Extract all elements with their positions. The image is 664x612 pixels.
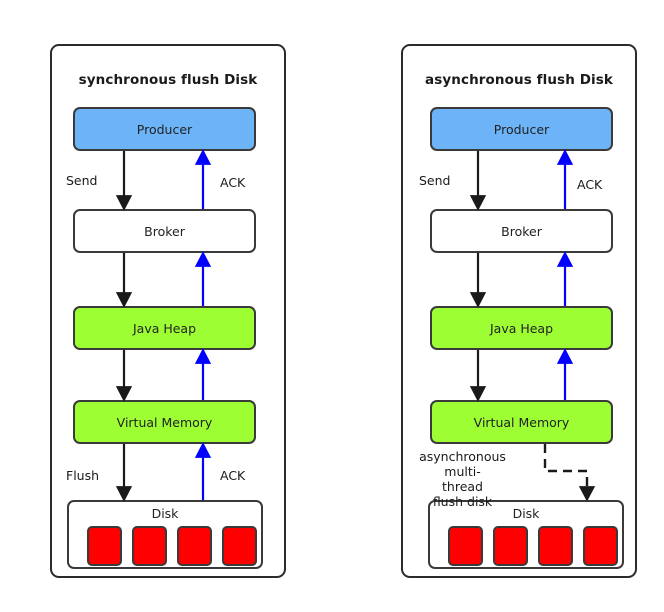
sync-label-flush: Flush (66, 468, 100, 483)
async-disk-cell (448, 526, 483, 566)
sync-disk-cell (222, 526, 257, 566)
sync-node-disk: Disk (67, 500, 263, 569)
async-flush-line: flush disk (432, 494, 493, 509)
sync-node-virtual-memory: Virtual Memory (73, 400, 256, 444)
sync-disk-cell (177, 526, 212, 566)
panel-synchronous-title: synchronous flush Disk (78, 72, 258, 88)
async-label-send: Send (419, 173, 451, 188)
sync-label-ack-bottom: ACK (220, 468, 246, 483)
async-node-broker: Broker (430, 209, 613, 253)
sync-node-broker: Broker (73, 209, 256, 253)
sync-label-ack-top: ACK (220, 175, 246, 190)
async-flush-line: asynchronous multi- (419, 449, 506, 479)
sync-disk-cell (87, 526, 122, 566)
async-flush-line: thread (442, 479, 483, 494)
async-label-ack-top: ACK (577, 177, 603, 192)
sync-node-java-heap: Java Heap (73, 306, 256, 350)
async-disk-cell (583, 526, 618, 566)
async-disk-cell (493, 526, 528, 566)
async-flush-disk-label: asynchronous multi- thread flush disk (400, 449, 525, 509)
sync-disk-cell (132, 526, 167, 566)
async-node-virtual-memory: Virtual Memory (430, 400, 613, 444)
panel-asynchronous-title: asynchronous flush Disk (425, 72, 613, 88)
sync-node-producer: Producer (73, 107, 256, 151)
sync-label-send: Send (66, 173, 98, 188)
async-node-producer: Producer (430, 107, 613, 151)
async-node-java-heap: Java Heap (430, 306, 613, 350)
async-node-disk: Disk (428, 500, 624, 569)
async-disk-cell (538, 526, 573, 566)
async-disk-label: Disk (512, 506, 540, 521)
sync-disk-label: Disk (151, 506, 179, 521)
